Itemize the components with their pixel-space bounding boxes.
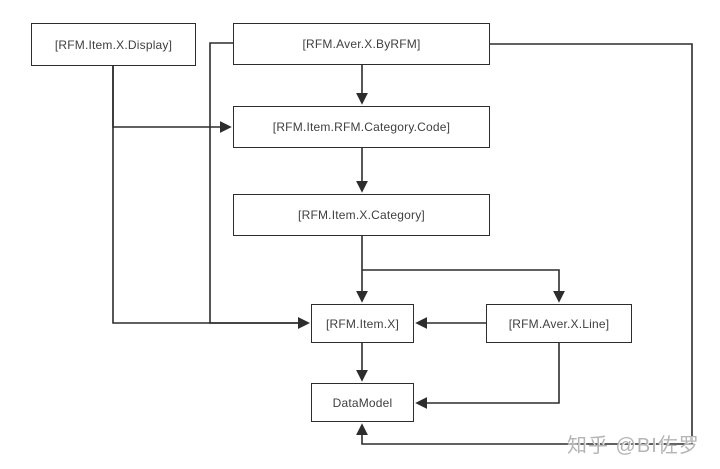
node-rfm-aver-x-byrfm: [RFM.Aver.X.ByRFM] — [233, 23, 490, 65]
edge-averline-to-datamodel — [415, 343, 560, 409]
node-datamodel: DataModel — [311, 383, 414, 422]
edge-display-to-categorycode — [112, 66, 232, 133]
node-rfm-item-x-display: [RFM.Item.X.Display] — [31, 23, 196, 66]
node-rfm-aver-x-line: [RFM.Aver.X.Line] — [486, 304, 632, 343]
edge-byrfm-to-itemx — [209, 42, 310, 329]
edge-category-to-averline — [362, 269, 565, 303]
edge-byrfm-to-datamodel — [356, 43, 693, 445]
node-rfm-item-x: [RFM.Item.X] — [311, 304, 414, 343]
node-rfm-item-x-category: [RFM.Item.X.Category] — [233, 194, 490, 236]
node-rfm-item-rfm-category-code: [RFM.Item.RFM.Category.Code] — [233, 106, 490, 148]
